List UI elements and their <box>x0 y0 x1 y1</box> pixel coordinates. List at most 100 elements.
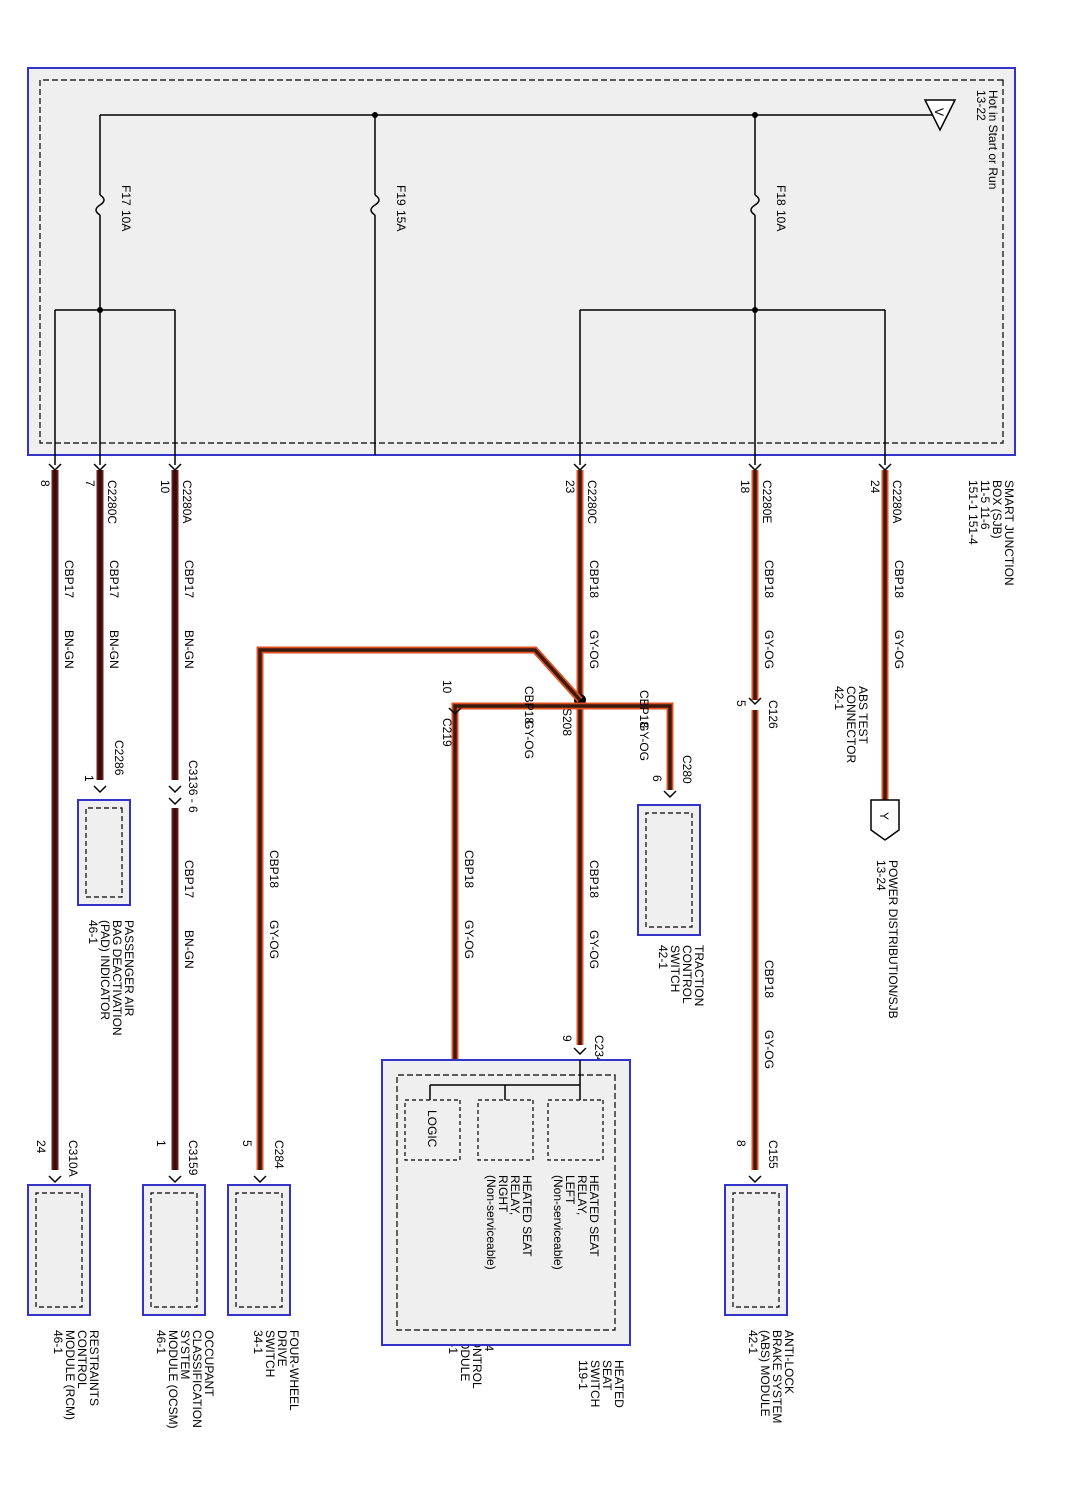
hot-label-line-1: Hot in Start or Run <box>986 90 1000 189</box>
fuse-symbol-2 <box>750 194 760 216</box>
fwd-box-inner <box>235 1192 283 1308</box>
c3159-chevron <box>168 1175 182 1184</box>
wire-label-hs-cbp18: CBP18 <box>587 860 601 898</box>
rcm-label-line-3: MODULE (RCM) <box>63 1330 77 1420</box>
ocsm-label-line-1: OCCUPANT <box>202 1330 216 1397</box>
pad-label-line-3: (PAD) INDICATOR <box>98 920 112 1020</box>
wire-label-s208-color: GY-OG <box>587 630 601 669</box>
abs-test-label-line-2: CONNECTOR <box>844 686 858 763</box>
pad-label-line-4: 46-1 <box>86 920 100 944</box>
pad-box <box>77 799 131 906</box>
wire-label-o1-cbp17: CBP17 <box>182 560 196 598</box>
wire-label-o2-cbp17: CBP17 <box>182 860 196 898</box>
heated-seat-box <box>381 1059 631 1346</box>
c2347-chevron <box>573 1047 587 1056</box>
rcm-label-line-2: CONTROL <box>75 1330 89 1389</box>
relay-left-label-line-3: LEFT <box>563 1175 577 1205</box>
traction-label-line-2: CONTROL <box>680 945 694 1004</box>
c126-name: C126 <box>766 700 780 729</box>
pin-c2280e_18: 18 <box>738 480 752 494</box>
fuse-rating-2: 10A <box>774 210 788 231</box>
sjb-inner-dashed <box>39 79 1004 444</box>
wire-label-4x4-color: GY-OG <box>462 920 476 959</box>
c280-chevron <box>663 790 677 799</box>
sjb-name-line-1: SMART JUNCTION <box>1002 480 1016 586</box>
power-dist-label-line-1: POWER DISTRIBUTION/SJB <box>886 860 900 1019</box>
c3136-name: C3136 - 6 <box>186 760 200 813</box>
c284-pin: 5 <box>240 1140 254 1147</box>
fuse-symbol-0 <box>95 194 105 216</box>
c126-pin: 5 <box>734 700 748 707</box>
relay-right-label-line-4: (Non-serviceable) <box>484 1175 498 1270</box>
c219-pin: 10 <box>440 680 454 694</box>
relay-left-label-line-2: RELAY, <box>575 1175 589 1215</box>
rcm-box-inner <box>35 1192 83 1308</box>
fuse-symbol-1 <box>370 194 380 216</box>
wire-label-rcm-color: BN-GN <box>62 630 76 669</box>
connector-c2280a_10: C2280A <box>180 480 194 523</box>
wire-label-o1-color: BN-GN <box>182 630 196 669</box>
fwd-label-line-1: FOUR-WHEEL <box>287 1330 301 1411</box>
wire-label-tc-color: GY-OG <box>637 722 651 761</box>
c219-chevron <box>448 707 462 716</box>
hot-label-line-2: 13-22 <box>974 90 988 121</box>
abs-module-box-inner <box>732 1192 780 1308</box>
connector-c2280e_18: C2280E <box>760 480 774 523</box>
heated-seat-inner <box>396 1074 616 1331</box>
fwd-box <box>227 1184 291 1316</box>
wire-label-abs2-cbp18: CBP18 <box>762 960 776 998</box>
pin-c2280a_24: 24 <box>868 480 882 494</box>
fuse-name-0: F17 <box>119 185 133 206</box>
traction-label-line-3: SWITCH <box>668 945 682 992</box>
connector-c2280a_24: C2280A <box>890 480 904 523</box>
wire-label-o2-color: BN-GN <box>182 930 196 969</box>
power-dist-marker-letter: Y <box>877 812 891 820</box>
c2286-pin: 1 <box>82 775 96 782</box>
abs-test-label-line-3: 42-1 <box>832 686 846 710</box>
c2347-pin: 9 <box>560 1035 574 1042</box>
wire-label-fwd-cbp18: CBP18 <box>267 850 281 888</box>
heated-seat-label-line-4: 119-1 <box>576 1360 590 1390</box>
sjb-name-line-3: 11-5 11-6 <box>978 480 992 530</box>
c310a-chevron <box>48 1175 62 1184</box>
c284-name: C284 <box>272 1140 286 1169</box>
relay-right-box <box>477 1099 534 1161</box>
c126-chevron <box>748 697 762 706</box>
c2286-name: C2286 <box>112 740 126 776</box>
ocsm-box-inner <box>150 1192 198 1308</box>
c219-name: C219 <box>440 718 454 747</box>
wire-label-abs2-color: GY-OG <box>762 1030 776 1069</box>
pin-pin_8: 8 <box>38 480 52 487</box>
rcm-box <box>27 1184 91 1316</box>
relay-left-label-line-4: (Non-serviceable) <box>551 1175 565 1270</box>
wire-label-fwd-color: GY-OG <box>267 920 281 959</box>
rcm-label-line-4: 46-1 <box>51 1330 65 1354</box>
traction-box-inner <box>645 812 693 928</box>
fwd-label-line-4: 34-1 <box>251 1330 265 1354</box>
heated-seat-label-line-2: SEAT <box>600 1360 614 1391</box>
wire-label-pd-color: GY-OG <box>892 630 906 669</box>
ocsm-label-line-4: MODULE (OCSM) <box>166 1330 180 1429</box>
sjb-box <box>27 67 1016 456</box>
fuse-name-2: F18 <box>774 185 788 206</box>
pad-label-line-2: BAG DEACTIVATION <box>110 920 124 1036</box>
abs-test-label-line-1: ABS TEST <box>856 686 870 744</box>
sjb-name-line-4: 151-1 151-4 <box>966 480 980 545</box>
wire-label-s208-cbp18: CBP18 <box>587 560 601 598</box>
pin-c2280c_23: 23 <box>563 480 577 494</box>
wire-traction-core <box>580 704 672 790</box>
c3159-pin: 1 <box>154 1140 168 1147</box>
relay-right-label-line-2: RELAY, <box>508 1175 522 1215</box>
wire-label-pad-cbp17: CBP17 <box>107 560 121 598</box>
power-dist-marker <box>870 799 900 841</box>
hot-triangle <box>923 99 957 132</box>
c155-chevron <box>748 1175 762 1184</box>
wire-label-pd-cbp18: CBP18 <box>892 560 906 598</box>
wire-label-219-color: GY-OG <box>522 720 536 759</box>
c310a-name: C310A <box>66 1140 80 1177</box>
traction-label-line-4: 42-1 <box>656 945 670 969</box>
abs-module-label-line-3: (ABS) MODULE <box>758 1330 772 1417</box>
abs-module-label-line-4: 42-1 <box>746 1330 760 1354</box>
ocsm-label-line-3: SYSTEM <box>178 1330 192 1379</box>
fuse-rating-1: 15A <box>394 210 408 231</box>
